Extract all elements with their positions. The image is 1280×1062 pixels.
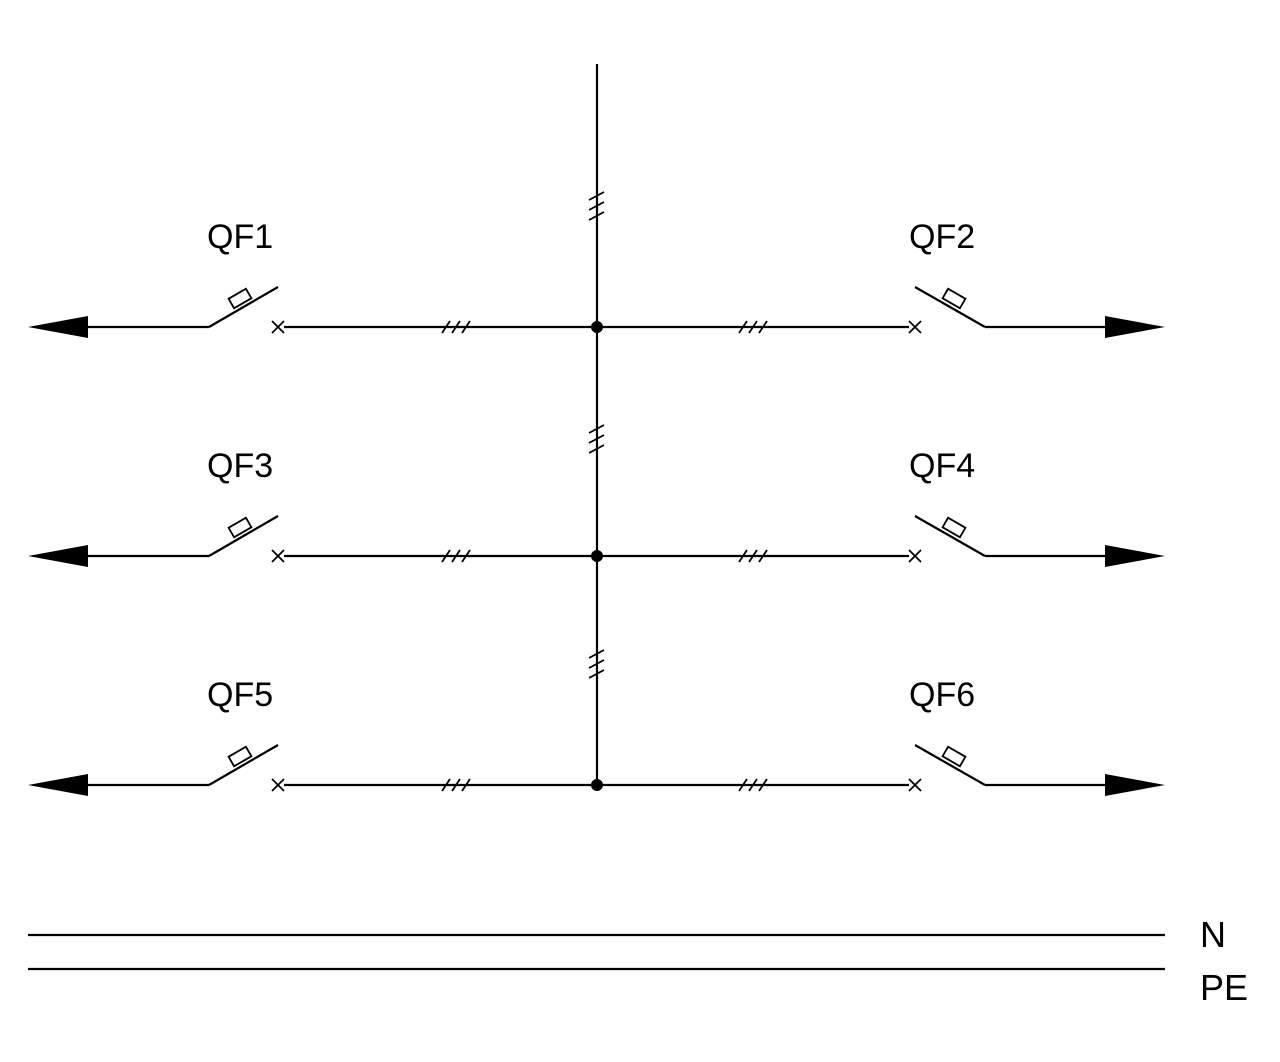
- breaker-label-qf2: QF2: [909, 218, 975, 256]
- feeder-row-1: [28, 286, 1165, 338]
- phase-mark-left-3: [441, 778, 471, 792]
- breaker-label-qf1: QF1: [207, 218, 273, 256]
- pe-label: PE: [1200, 967, 1248, 1008]
- arrow-right-icon: [1105, 545, 1165, 567]
- breaker-qf1-symbol: [208, 286, 285, 334]
- arrow-left-icon: [28, 316, 88, 338]
- breaker-qf4-symbol: [908, 515, 986, 563]
- arrow-right-icon: [1105, 316, 1165, 338]
- phase-mark-right-3: [738, 778, 768, 792]
- vertical-phase-mark-3: [588, 649, 605, 679]
- breaker-qf3-symbol: [208, 515, 285, 563]
- breaker-label-qf3: QF3: [207, 447, 273, 485]
- phase-mark-left-2: [441, 549, 471, 563]
- arrow-right-icon: [1105, 774, 1165, 796]
- neutral-label: N: [1200, 914, 1226, 955]
- feeder-row-2: [28, 515, 1165, 567]
- breaker-qf5-symbol: [208, 744, 285, 792]
- breaker-label-qf4: QF4: [909, 447, 975, 485]
- feeder-row-3: [28, 744, 1165, 796]
- main-vertical-bus: [588, 64, 605, 785]
- vertical-phase-mark-2: [588, 424, 605, 454]
- arrow-left-icon: [28, 545, 88, 567]
- arrow-left-icon: [28, 774, 88, 796]
- phase-mark-right-1: [738, 320, 768, 334]
- breaker-label-qf6: QF6: [909, 676, 975, 714]
- breaker-label-qf5: QF5: [207, 676, 273, 714]
- breaker-qf2-symbol: [908, 286, 986, 334]
- breaker-qf6-symbol: [908, 744, 986, 792]
- phase-mark-right-2: [738, 549, 768, 563]
- phase-mark-left-1: [441, 320, 471, 334]
- vertical-phase-mark-1: [588, 191, 605, 221]
